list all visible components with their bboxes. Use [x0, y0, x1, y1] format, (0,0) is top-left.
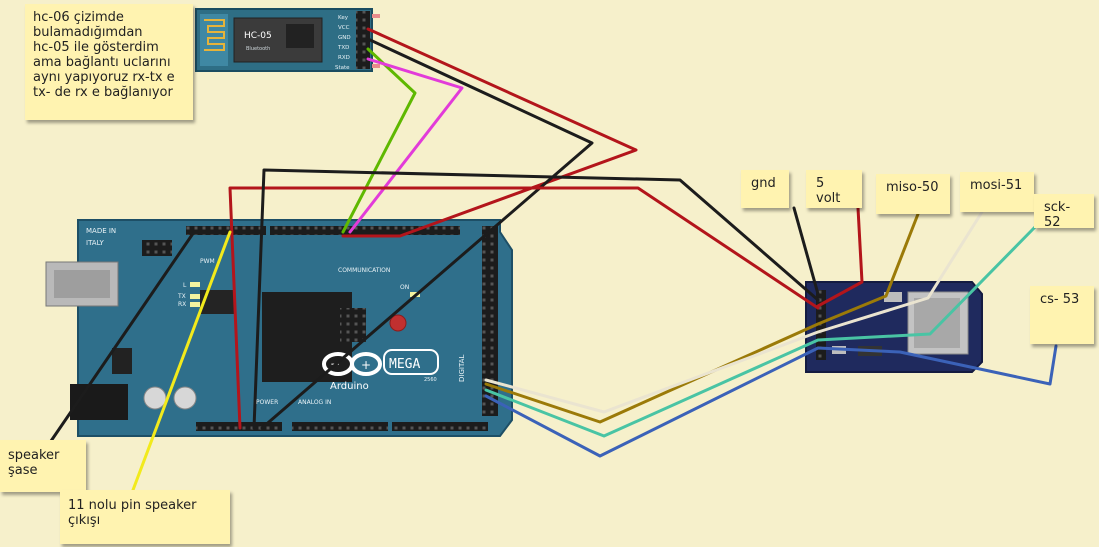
communication-header — [270, 226, 460, 235]
mega-badge — [383, 349, 439, 375]
sd-pin-header — [816, 290, 826, 360]
led-l-label: L — [183, 282, 187, 289]
wire-black-hc05-gnd — [260, 37, 594, 430]
arduino-mega-board: − + MADE IN ITALY PWM L TX RX ON COMMUNI… — [45, 219, 513, 437]
capacitor — [143, 386, 167, 410]
svg-text:+: + — [361, 358, 371, 372]
arduino-brand-label: Arduino — [330, 381, 369, 392]
led-rx — [190, 302, 200, 307]
hc05-pin-state: State — [335, 65, 350, 71]
note-hc06: hc-06 çizimde bulamadığımdan hc-05 ile g… — [25, 4, 193, 120]
microcontroller-chip — [262, 292, 352, 382]
pwm-header — [186, 226, 266, 235]
wire-blue-cs — [484, 344, 1058, 458]
wire-yellow-speaker-out — [128, 230, 232, 500]
hc05-pin-stub — [372, 14, 380, 18]
note-mosi: mosi-51 — [960, 172, 1034, 212]
arduino-logo — [322, 352, 382, 376]
model-year-label: 2560 — [424, 377, 437, 383]
antenna-trace — [204, 19, 225, 51]
wire-green-hc05-txd — [341, 47, 417, 234]
analog-in-label: ANALOG IN — [298, 399, 331, 406]
hc05-pin-header — [356, 11, 370, 69]
digital-header — [482, 226, 498, 416]
power-label: POWER — [256, 399, 278, 406]
note-sck: sck-52 — [1034, 194, 1094, 230]
hc05-pin-key: Key — [338, 15, 349, 21]
wire-5v-stub — [816, 206, 864, 308]
hc05-pin-gnd: GND — [338, 35, 351, 41]
sd-capacitor — [884, 292, 902, 302]
mega-label: MEGA — [389, 357, 420, 372]
led-on-label: ON — [400, 284, 409, 291]
wire-red-5v — [228, 186, 820, 430]
hc05-pin-stub — [372, 64, 380, 68]
led-l — [190, 282, 200, 287]
analog-header-b — [392, 422, 488, 431]
note-gnd: gnd — [741, 170, 789, 208]
led-rx-label: RX — [178, 301, 186, 308]
wire-olive-miso — [484, 212, 920, 424]
wire-teal-sck — [484, 224, 1038, 438]
wire-magenta-hc05-rxd — [348, 57, 464, 234]
wire-black-speaker-gnd — [36, 230, 196, 462]
note-5v: 5 volt — [806, 170, 862, 208]
pwm-label: PWM — [200, 258, 215, 265]
digital-label: DIGITAL — [458, 355, 466, 382]
wire-white-mosi — [484, 210, 984, 414]
note-speaker-pin: 11 nolu pin speaker çıkışı — [60, 490, 230, 544]
note-miso: miso-50 — [876, 174, 950, 214]
led-tx — [190, 294, 200, 299]
wire-black-gnd — [252, 168, 820, 430]
hc05-bluetooth-module: HC-05 Bluetooth Key VCC GND TXD RXD Stat… — [195, 8, 380, 72]
wire-red-hc05-vcc — [341, 27, 638, 238]
bt-chip — [286, 24, 314, 48]
note-speaker-gnd: speaker şase — [0, 440, 86, 492]
country-label: ITALY — [86, 239, 105, 247]
made-in-label: MADE IN — [86, 227, 116, 235]
reset-button — [389, 314, 407, 332]
icsp-header-2 — [142, 240, 172, 256]
icsp-header — [340, 308, 366, 342]
hc05-sub-label: Bluetooth — [246, 46, 270, 52]
hc05-model-label: HC-05 — [244, 31, 272, 41]
led-tx-label: TX — [177, 293, 186, 300]
power-jack — [70, 384, 128, 420]
wires — [36, 27, 1058, 500]
capacitor — [173, 386, 197, 410]
wire-gnd-stub — [792, 206, 820, 296]
analog-header-a — [292, 422, 388, 431]
hc05-pin-txd: TXD — [337, 45, 349, 51]
communication-label: COMMUNICATION — [338, 267, 390, 274]
voltage-regulator — [112, 348, 132, 374]
hc05-pin-vcc: VCC — [338, 25, 350, 31]
hc05-pin-rxd: RXD — [338, 55, 350, 61]
note-cs: cs- 53 — [1030, 286, 1094, 344]
